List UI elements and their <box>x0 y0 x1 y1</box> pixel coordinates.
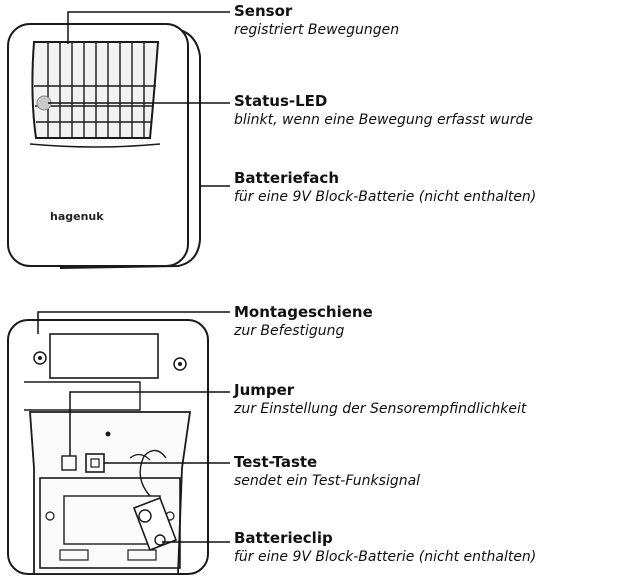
callout-status-led: Status-LED blinkt, wenn eine Bewegung er… <box>234 92 533 129</box>
callout-test-taste-title: Test-Taste <box>234 453 318 471</box>
callout-montageschiene-desc: zur Befestigung <box>234 323 345 340</box>
callout-sensor-desc: registriert Bewegungen <box>234 22 400 39</box>
callout-test-taste-desc: sendet ein Test-Funksignal <box>234 473 421 490</box>
battery-clip <box>132 496 178 552</box>
screw-hole-left <box>33 351 47 365</box>
callout-jumper-title: Jumper <box>234 381 295 399</box>
front-view <box>7 23 201 269</box>
mounting-rail <box>49 333 159 379</box>
callout-batterieclip-desc: für eine 9V Block-Batterie (nicht enthal… <box>234 549 537 566</box>
callout-sensor-title: Sensor <box>234 2 293 20</box>
callout-montageschiene: Montageschiene zur Befestigung <box>234 303 373 340</box>
front-leader-lines <box>48 11 230 187</box>
leader-montageschiene <box>37 311 230 334</box>
battery-compartment <box>29 411 192 575</box>
brand-logo: hagenuk <box>50 210 104 223</box>
back-leader-lines <box>37 311 230 543</box>
callout-status-led-title: Status-LED <box>234 92 328 110</box>
sensor-window <box>31 41 160 139</box>
callout-status-led-desc: blinkt, wenn eine Bewegung erfasst wurde <box>234 112 533 129</box>
callout-montageschiene-title: Montageschiene <box>234 303 373 321</box>
leader-jumper <box>69 391 230 456</box>
callout-batterieclip-title: Batterieclip <box>234 529 333 547</box>
callout-test-taste: Test-Taste sendet ein Test-Funksignal <box>234 453 421 490</box>
callout-jumper-desc: zur Einstellung der Sensorempfindlichkei… <box>234 401 527 418</box>
callout-batteriefach: Batteriefach für eine 9V Block-Batterie … <box>234 169 537 206</box>
battery-bay <box>39 477 181 569</box>
leader-sensor <box>67 11 230 44</box>
screw-hole-right <box>173 357 187 371</box>
callout-batteriefach-title: Batteriefach <box>234 169 339 187</box>
jumper <box>61 455 77 471</box>
callout-sensor: Sensor registriert Bewegungen <box>234 2 400 39</box>
callout-jumper: Jumper zur Einstellung der Sensorempfind… <box>234 381 527 418</box>
back-view <box>7 319 209 575</box>
callout-batteriefach-desc: für eine 9V Block-Batterie (nicht enthal… <box>234 189 537 206</box>
callout-batterieclip: Batterieclip für eine 9V Block-Batterie … <box>234 529 537 566</box>
